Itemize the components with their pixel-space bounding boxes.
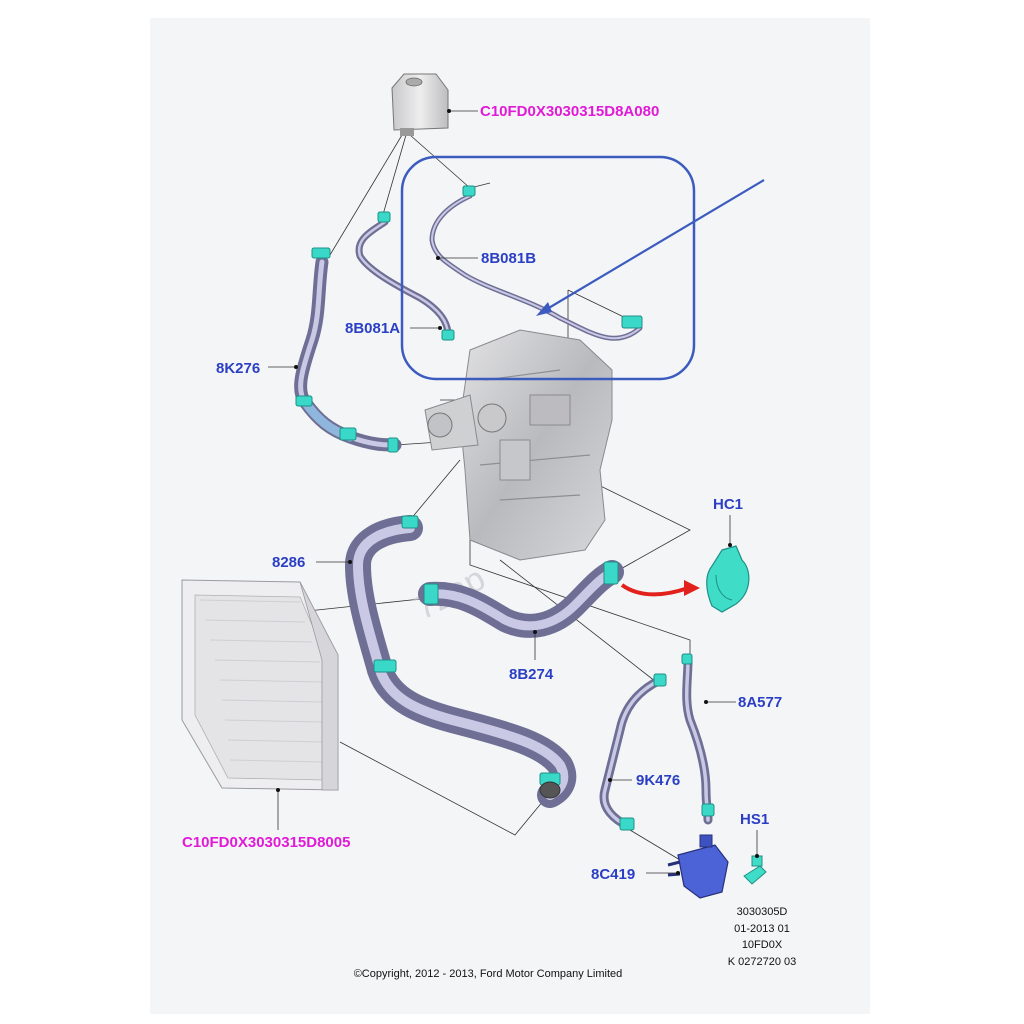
radiator[interactable]: [181, 579, 339, 791]
ref-line-4: K 0272720 03: [728, 956, 797, 968]
label-reservoir: C10FD0X3030315D8A080: [480, 103, 659, 120]
ref-line-3: 10FD0X: [742, 939, 783, 951]
hose-8A577[interactable]: [681, 653, 715, 825]
label-9K476: 9K476: [636, 772, 680, 789]
hose-clip-HC1[interactable]: [706, 545, 750, 613]
label-HS1: HS1: [740, 811, 769, 828]
label-leaders: [268, 109, 759, 875]
hose-8286[interactable]: [345, 515, 577, 808]
screw-HS1[interactable]: [743, 855, 767, 885]
label-8B081A: 8B081A: [345, 320, 400, 337]
ref-line-2: 01-2013 01: [734, 923, 790, 935]
label-8C419: 8C419: [591, 866, 635, 883]
label-HC1: HC1: [713, 496, 743, 513]
coolant-reservoir[interactable]: [391, 73, 449, 136]
hose-8B274[interactable]: [418, 560, 624, 638]
hose-8B081B[interactable]: [429, 185, 643, 341]
valve-8C419[interactable]: [667, 834, 729, 899]
label-8A577: 8A577: [738, 694, 782, 711]
label-8K276: 8K276: [216, 360, 260, 377]
hose-8B081A[interactable]: [355, 211, 455, 341]
hose-9K476[interactable]: [599, 673, 667, 831]
direction-arrow: [620, 580, 700, 597]
label-8B081B: 8B081B: [481, 250, 536, 267]
highlight-box: [400, 155, 765, 381]
reference-block: 3030305D 01-2013 01 10FD0X K 0272720 03: [728, 906, 797, 968]
hose-8K276[interactable]: [294, 247, 402, 453]
label-8B274: 8B274: [509, 666, 554, 683]
engine-block: [424, 329, 613, 561]
copyright: ©Copyright, 2012 - 2013, Ford Motor Comp…: [354, 968, 623, 980]
label-8286: 8286: [272, 554, 305, 571]
label-radiator: C10FD0X3030315D8005: [182, 834, 350, 851]
ref-line-1: 3030305D: [737, 906, 788, 918]
